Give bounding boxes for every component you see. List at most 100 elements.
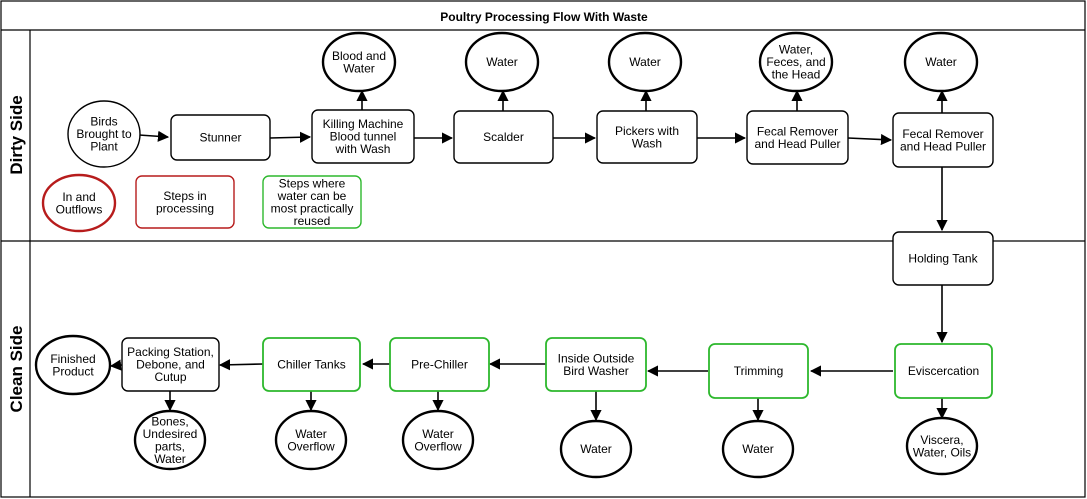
- node-water-feces-head-label-line: Water,: [779, 43, 813, 57]
- node-pre-chiller-label-line: Pre-Chiller: [411, 358, 468, 372]
- node-birds-label-line: Plant: [90, 140, 118, 154]
- node-overflow-prechiller-shape: [401, 409, 475, 471]
- node-water-trimming-shape: [721, 419, 795, 479]
- node-water-pickers-shape: [607, 31, 683, 93]
- legend-water-reuse-label-line: reused: [294, 214, 331, 228]
- node-water-feces-head-label-line: the Head: [772, 68, 821, 82]
- node-pre-chiller: Pre-Chiller: [389, 337, 490, 392]
- node-water-feces-head-label-line: Feces, and: [766, 55, 825, 69]
- diagram-title: Poultry Processing Flow With Waste: [440, 10, 648, 24]
- node-water-feces-head-shape: [758, 31, 834, 93]
- legend-in-outflows-label-line: In and: [62, 190, 95, 204]
- node-bird-washer-shape: [545, 337, 647, 392]
- node-stunner-label-line: Stunner: [199, 131, 241, 145]
- node-finished-product-label-line: Product: [52, 364, 94, 378]
- node-packing-station-shape: [121, 337, 220, 392]
- node-blood-and-water-shape: [321, 31, 397, 93]
- node-holding-tank-label-line: Holding Tank: [908, 252, 978, 266]
- node-scalder: Scalder: [453, 110, 554, 164]
- node-fecal-remover-2-shape: [892, 112, 994, 168]
- node-bones-label-line: parts,: [155, 439, 185, 453]
- node-pickers-label-line: Pickers with: [615, 124, 679, 138]
- node-water-washer: Water: [559, 419, 633, 479]
- node-viscera-label-line: Viscera,: [920, 433, 963, 447]
- node-birds-label-line: Birds: [90, 115, 117, 129]
- node-holding-tank: Holding Tank: [892, 231, 994, 286]
- node-killing-machine-label-line: with Wash: [335, 142, 391, 156]
- node-killing-machine-label-line: Killing Machine: [323, 117, 404, 131]
- node-water-fecal2-label-line: Water: [925, 55, 957, 69]
- node-overflow-chiller-label-line: Water: [295, 427, 327, 441]
- edge-stunner-killing: [269, 131, 312, 143]
- node-water-scalder-shape: [464, 31, 540, 93]
- edge-packing-finished: [109, 359, 123, 371]
- node-pickers-label-line: Wash: [632, 136, 662, 150]
- node-water-fecal2: Water: [903, 31, 979, 93]
- node-bones-label-line: Undesired: [143, 427, 198, 441]
- node-fecal-remover-1-label-line: Fecal Remover: [757, 124, 838, 138]
- node-finished-product-label-line: Finished: [50, 352, 95, 366]
- edge-birds-stunner: [138, 130, 170, 142]
- node-overflow-chiller-shape: [274, 409, 348, 471]
- node-overflow-prechiller-label-line: Water: [422, 427, 454, 441]
- node-water-scalder-label-line: Water: [486, 55, 518, 69]
- node-packing-station-label-line: Cutup: [154, 370, 186, 384]
- node-bones-shape: [133, 409, 207, 471]
- node-fecal-remover-2-label-line: and Head Puller: [900, 139, 986, 153]
- edge-fecal1-fecal2: [847, 133, 893, 146]
- node-eviscercation-shape: [894, 343, 993, 399]
- node-bird-washer-label-line: Inside Outside: [558, 351, 635, 365]
- legend-steps-processing-label-line: processing: [156, 201, 214, 215]
- node-eviscercation: Eviscercation: [894, 343, 993, 399]
- node-chiller-tanks: Chiller Tanks: [262, 337, 361, 392]
- node-stunner-shape: [170, 114, 271, 161]
- legend-water-reuse-label-line: water can be: [277, 189, 347, 203]
- node-water-washer-shape: [559, 419, 633, 479]
- node-finished-product-shape: [34, 334, 112, 396]
- node-chiller-tanks-shape: [262, 337, 361, 392]
- node-water-trimming: Water: [721, 419, 795, 479]
- node-fecal-remover-1-shape: [746, 110, 849, 165]
- node-water-trimming-label-line: Water: [742, 442, 774, 456]
- lane-label-dirty: Dirty Side: [7, 95, 26, 174]
- node-killing-machine-shape: [311, 109, 415, 164]
- node-water-pickers-label-line: Water: [629, 55, 661, 69]
- node-trimming: Trimming: [708, 343, 809, 399]
- legend-water-reuse-label-line: Steps where: [279, 176, 346, 190]
- node-chiller-tanks-label-line: Chiller Tanks: [277, 358, 345, 372]
- node-viscera-label-line: Water, Oils: [913, 445, 971, 459]
- node-viscera-shape: [905, 416, 979, 476]
- node-packing-station-label-line: Debone, and: [136, 358, 205, 372]
- node-fecal-remover-1-label-line: and Head Puller: [754, 137, 840, 151]
- node-trimming-shape: [708, 343, 809, 399]
- node-pickers-shape: [596, 110, 698, 164]
- node-water-pickers: Water: [607, 31, 683, 93]
- node-scalder-label-line: Scalder: [483, 130, 524, 144]
- node-scalder-shape: [453, 110, 554, 164]
- node-packing-station-label-line: Packing Station,: [127, 345, 214, 359]
- node-water-washer-label-line: Water: [580, 442, 612, 456]
- node-birds-shape: [67, 100, 141, 168]
- node-trimming-label-line: Trimming: [734, 364, 784, 378]
- node-birds-label-line: Brought to: [76, 127, 132, 141]
- edge-chiller-packing: [218, 359, 264, 371]
- legend-steps-processing-shape: [135, 175, 235, 229]
- edges: [109, 89, 948, 422]
- node-overflow-chiller-label-line: Overflow: [287, 439, 335, 453]
- legend-in-outflows-label-line: Outflows: [56, 202, 103, 216]
- node-killing-machine-label-line: Blood tunnel: [330, 130, 397, 144]
- node-water-fecal2-shape: [903, 31, 979, 93]
